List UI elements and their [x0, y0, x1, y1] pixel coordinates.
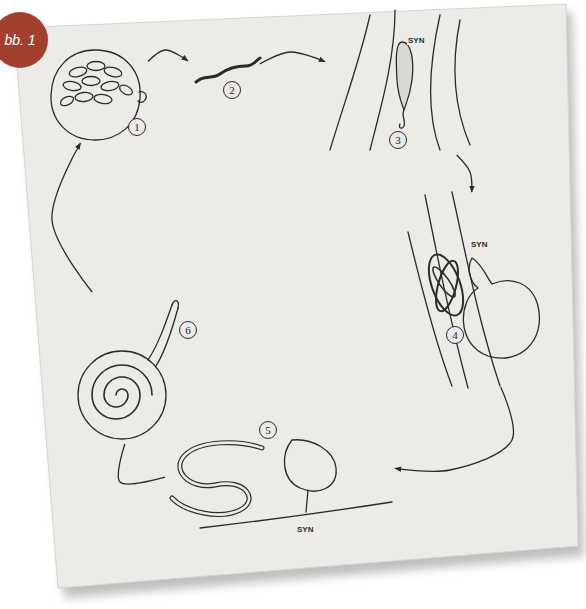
egg [87, 62, 105, 71]
stage-figure: 6 [70, 292, 199, 444]
egg [75, 92, 94, 103]
cyst-stalk [156, 308, 178, 366]
adult-worm-inner [172, 443, 262, 515]
nerve-fibre [431, 15, 440, 150]
egg [93, 93, 112, 104]
nerve-label: SYN [407, 36, 425, 45]
larva-body [396, 42, 412, 110]
sac-stalk [306, 490, 308, 512]
nerve-label: SYN [296, 525, 314, 534]
adult-worm [172, 443, 262, 515]
larva-tail [399, 110, 404, 128]
egg [68, 65, 88, 78]
cycle-arrow [52, 143, 92, 292]
stage-number: 5 [259, 421, 277, 439]
stage-number: 2 [223, 81, 241, 99]
egg [118, 83, 134, 97]
figure-tab: bb. 1 [0, 12, 48, 68]
stage-figure: 4 [405, 192, 555, 387]
cyst-stalk [148, 305, 172, 360]
cycle-arrow [395, 387, 513, 471]
cyst [78, 351, 166, 439]
stage-number: 6 [179, 321, 197, 339]
host-sac [463, 258, 539, 358]
stage-number: 3 [389, 131, 407, 149]
egg [103, 65, 123, 78]
stage-figure: 2 [188, 55, 260, 101]
egg [82, 77, 100, 86]
cyst-stalk [172, 301, 178, 308]
cycle-arrow [118, 444, 165, 484]
stage-number: 1 [128, 118, 146, 136]
nerve-label: SYN [470, 240, 488, 249]
larva [196, 58, 260, 82]
nerve-fibre [370, 10, 395, 150]
egg [59, 94, 75, 107]
label-holder: SYN [407, 29, 425, 47]
egg [100, 80, 119, 92]
figure-label: bb. 1 [4, 32, 35, 48]
coiled-worm [422, 250, 470, 320]
stage-figure: 5 [165, 400, 395, 530]
cycle-arrow [260, 52, 325, 64]
label-holder: SYN [296, 518, 314, 536]
stage-figure: 3 [325, 10, 475, 155]
coiled-worm [430, 264, 459, 299]
cycle-arrow [457, 155, 472, 192]
host-sac [284, 440, 336, 491]
egg-capsule [51, 50, 140, 140]
label-holder: SYN [470, 233, 488, 251]
coiled-larva [92, 365, 152, 419]
capsule-knob [138, 92, 146, 103]
nerve-fibre [330, 15, 370, 150]
nerve-fibre [455, 20, 470, 145]
egg [62, 80, 81, 92]
paper-sheet [14, 4, 578, 588]
stage-figure: 1 [48, 48, 148, 143]
cycle-arrow [148, 50, 188, 62]
stage-number: 4 [446, 326, 464, 344]
